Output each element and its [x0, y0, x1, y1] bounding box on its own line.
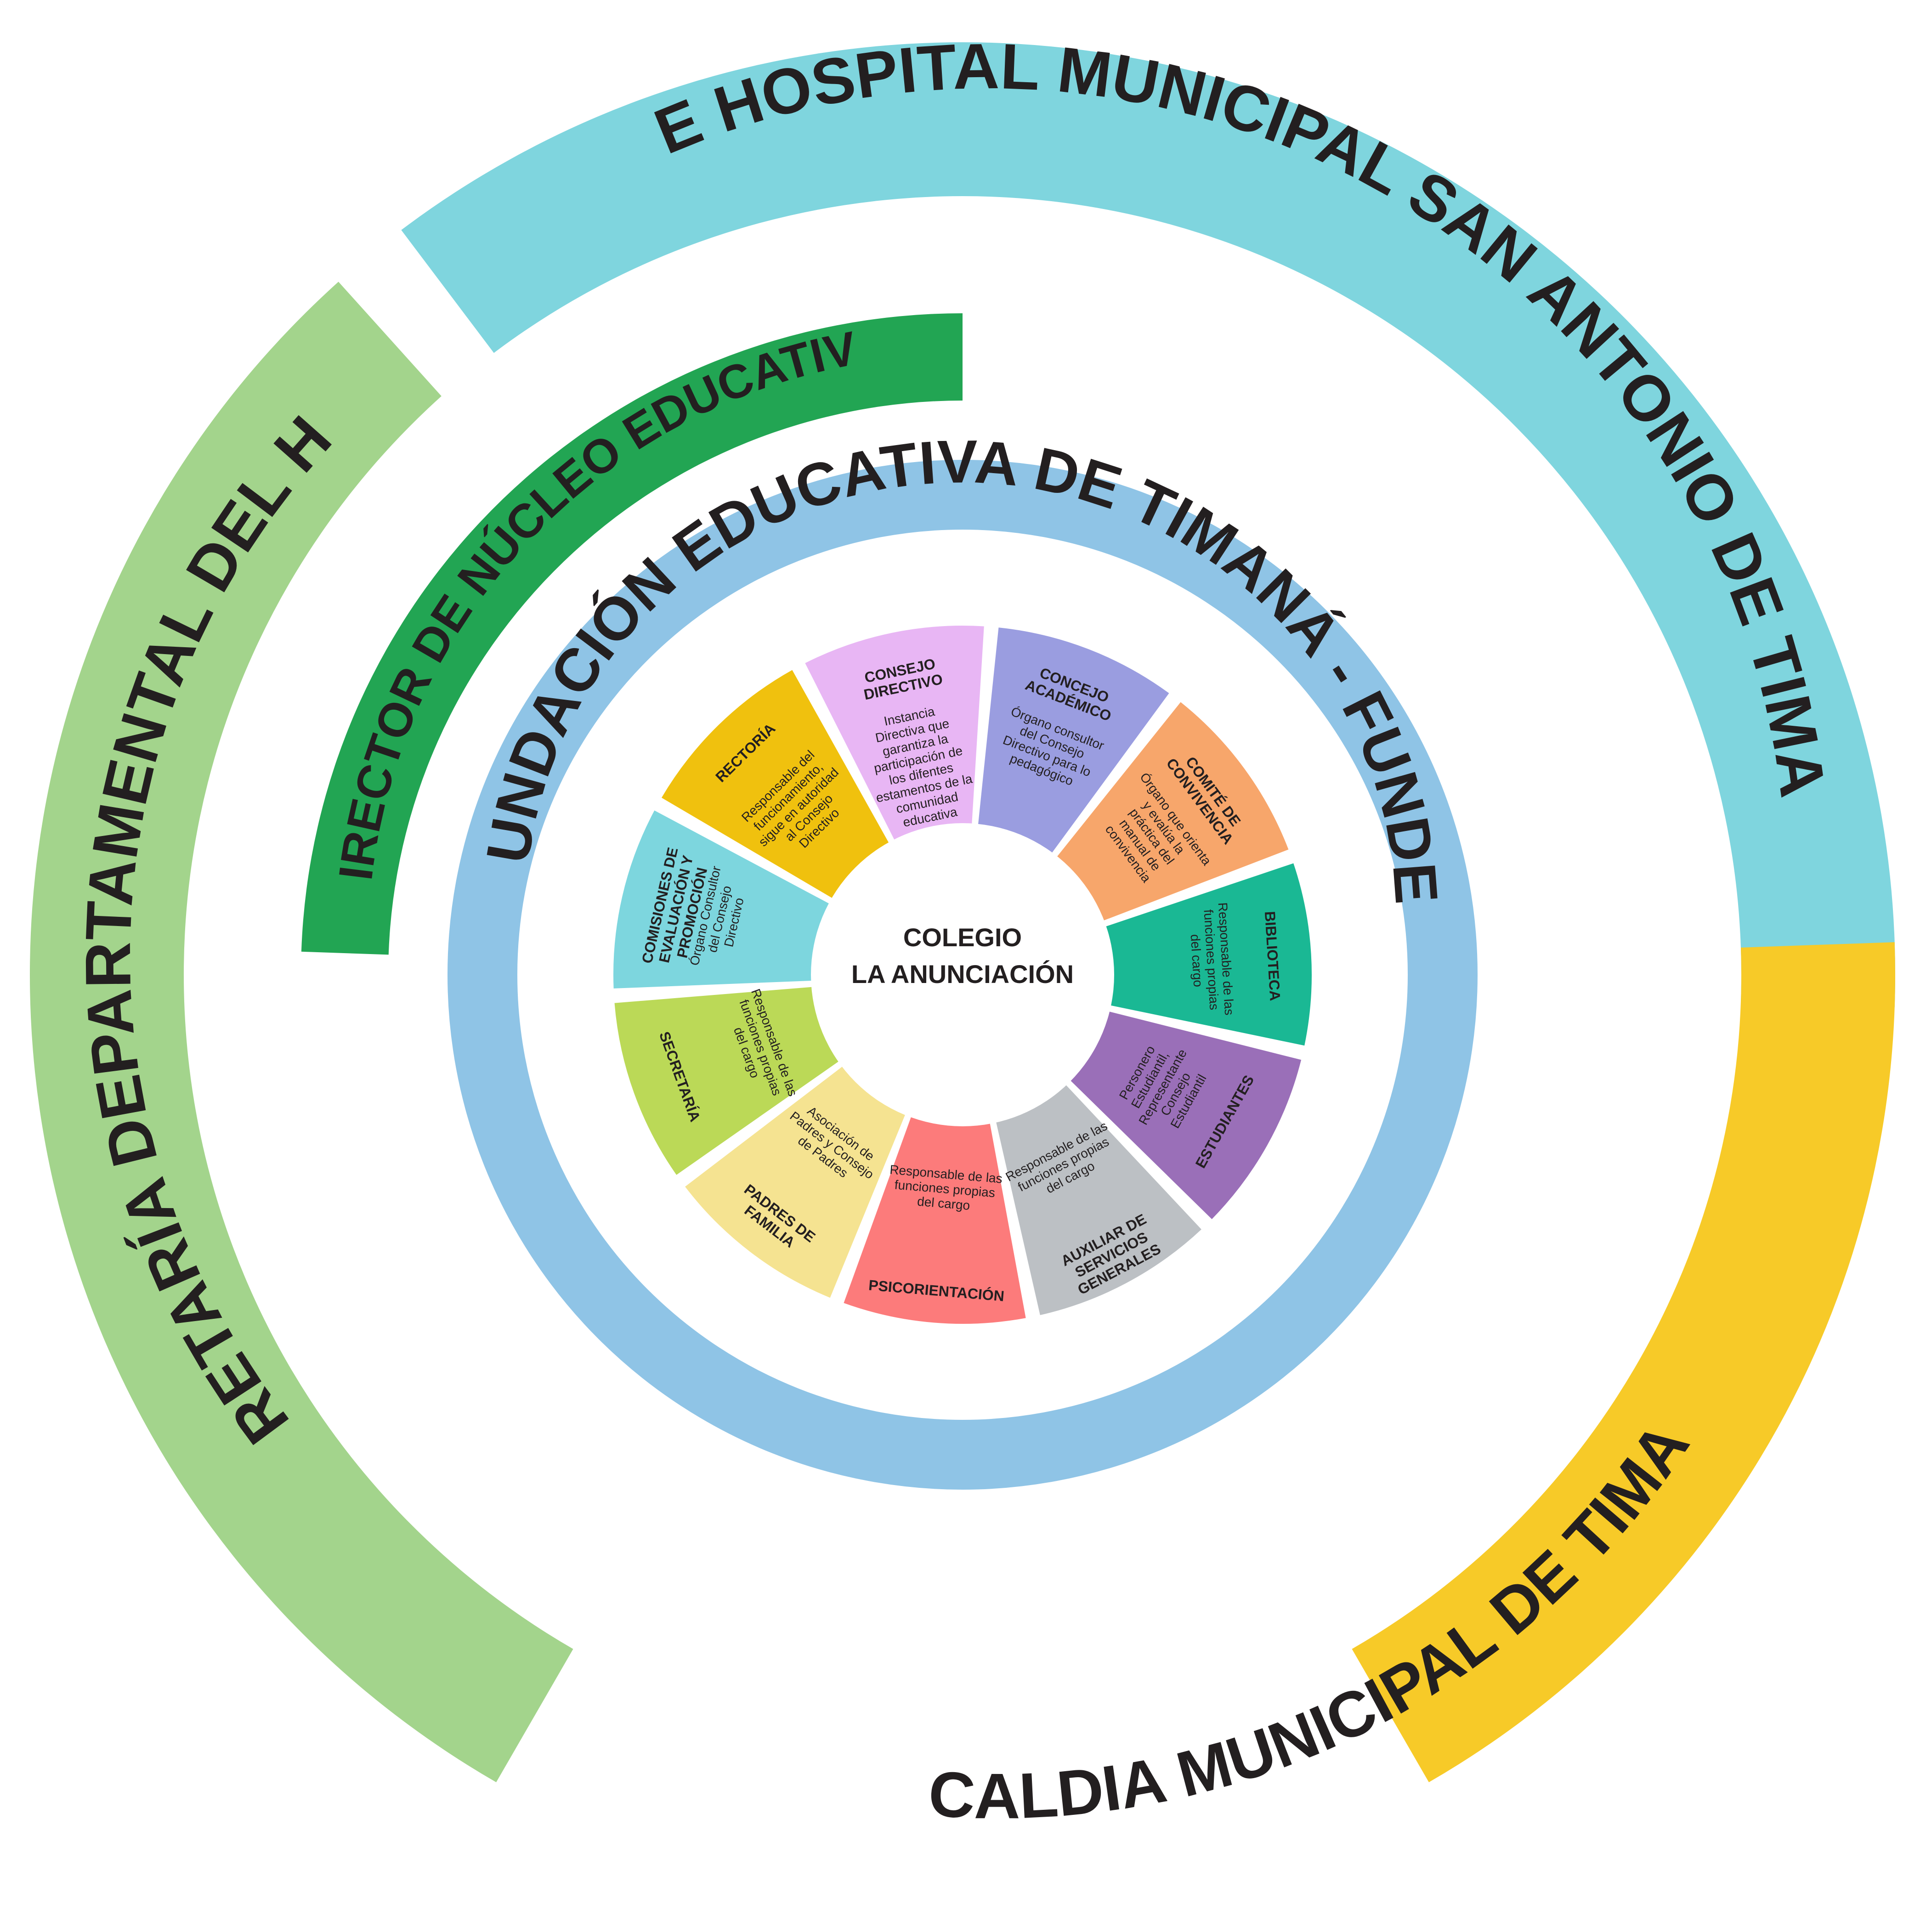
- center-line-2: LA ANUNCIACIÓN: [851, 960, 1074, 989]
- segment-wedge: [993, 1075, 1201, 1316]
- secretaria-departamental-label: SECRETARÍA DEPARTAMENTAL DEL HUILA: [0, 0, 345, 1457]
- center-line-1: COLEGIO: [903, 923, 1022, 952]
- segment-wedge: [844, 1104, 1026, 1324]
- segment-wedge: [661, 670, 895, 905]
- segment-wedge: [614, 986, 850, 1175]
- center-disc: [811, 823, 1114, 1126]
- segment-wedge: [685, 1058, 911, 1298]
- segment-wedge: [1061, 1008, 1302, 1220]
- hospital-ring: [401, 42, 1896, 1007]
- segment-5: ESTUDIANTESPersoneroEstudiantil,Represen…: [1061, 1008, 1302, 1220]
- segment-6: AUXILIAR DESERVICIOSGENERALESResponsable…: [993, 1075, 1201, 1316]
- alcaldia-ring: [1352, 942, 1895, 1783]
- segment-description: Órgano que orientay evalúa lapráctica de…: [1090, 770, 1214, 903]
- segment-10: COMISIONES DEEVALUACIÓN YPROMOCIÓNÓrgano…: [613, 810, 841, 989]
- segment-wedge: [805, 626, 984, 852]
- segment-wedge: [613, 810, 841, 989]
- center-circle: COLEGIO LA ANUNCIACIÓN: [811, 823, 1114, 1126]
- director-ring: [301, 313, 963, 955]
- fundet-ring: [448, 460, 1478, 1490]
- secretaria_dep-ring: [30, 282, 573, 1783]
- outer-rings: [30, 42, 1896, 1783]
- segment-description: PersoneroEstudiantil,RepresentanteConsej…: [1110, 1032, 1215, 1141]
- segment-wedge: [976, 627, 1169, 864]
- segment-wedge: [1048, 702, 1289, 926]
- segment-wedge: [1093, 863, 1312, 1046]
